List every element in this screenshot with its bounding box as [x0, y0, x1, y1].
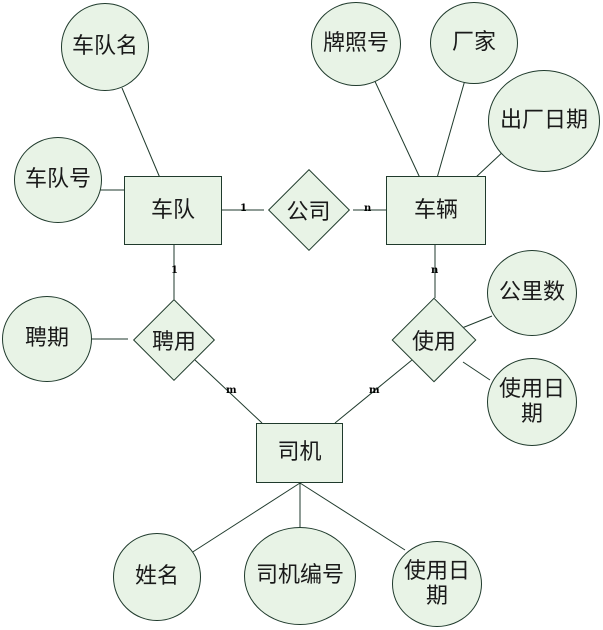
cardinality-team-company: 1: [240, 203, 247, 214]
attr-use-date-vehicle-line2: 期: [520, 402, 543, 427]
line-use-date-driver: [299, 482, 406, 551]
attr-use-date-driver-line2: 期: [425, 584, 448, 609]
line-manufacturer: [436, 79, 466, 179]
attr-driver-name: 姓名: [113, 533, 201, 621]
attr-plate-number: 牌照号: [311, 2, 401, 86]
attr-mileage-label: 公里数: [498, 280, 565, 306]
entity-vehicle-label: 车辆: [413, 197, 458, 223]
entity-driver-label: 司机: [277, 440, 322, 466]
attr-use-date-driver: 使用日 期: [392, 541, 482, 627]
relationship-use: 使用: [388, 297, 480, 383]
line-hire-driver: [194, 359, 263, 424]
line-team-name: [121, 87, 161, 179]
relationship-use-label: 使用: [411, 330, 456, 355]
attr-factory-date: 出厂日期: [488, 70, 600, 172]
line-use-date-vehicle: [462, 361, 491, 381]
entity-team-label: 车队: [150, 197, 195, 223]
attr-manufacturer: 厂家: [430, 2, 518, 84]
line-mileage: [461, 315, 493, 329]
attr-driver-number: 司机编号: [244, 527, 356, 625]
attr-driver-number-label: 司机编号: [255, 563, 344, 589]
attr-manufacturer-label: 厂家: [451, 30, 496, 56]
relationship-hire: 聘用: [128, 298, 220, 382]
line-plate-number: [371, 74, 421, 179]
line-use-driver: [334, 359, 413, 424]
attr-team-number-label: 车队号: [24, 167, 91, 193]
attr-driver-name-label: 姓名: [134, 564, 179, 590]
cardinality-vehicle-use: n: [431, 265, 439, 276]
cardinality-team-hire: 1: [171, 265, 178, 276]
entity-vehicle: 车辆: [386, 176, 486, 245]
attr-hire-period-label: 聘期: [24, 326, 69, 352]
attr-hire-period: 聘期: [2, 296, 92, 382]
attr-use-date-vehicle-label: 使用日 期: [499, 377, 565, 428]
relationship-company: 公司: [264, 168, 353, 252]
relationship-hire-label: 聘用: [151, 330, 196, 355]
attr-use-date-driver-label: 使用日 期: [404, 559, 470, 610]
cardinality-vehicle-company: n: [364, 203, 372, 214]
line-driver-name: [187, 482, 301, 556]
relationship-company-label: 公司: [286, 200, 331, 225]
attr-use-date-vehicle-line1: 使用日: [498, 376, 565, 402]
cardinality-driver-use: m: [369, 385, 380, 396]
attr-team-number: 车队号: [14, 137, 102, 223]
attr-factory-date-label: 出厂日期: [499, 108, 588, 134]
entity-driver: 司机: [256, 423, 343, 483]
entity-team: 车队: [124, 176, 222, 245]
line-factory-date: [474, 149, 506, 179]
attr-plate-number-label: 牌照号: [322, 31, 389, 57]
attr-team-name-label: 车队名: [71, 34, 138, 60]
attr-team-name: 车队名: [61, 3, 149, 91]
attr-use-date-vehicle: 使用日 期: [487, 358, 577, 446]
attr-use-date-driver-line1: 使用日: [403, 558, 470, 584]
attr-mileage: 公里数: [487, 250, 577, 336]
cardinality-driver-hire: m: [226, 385, 237, 396]
